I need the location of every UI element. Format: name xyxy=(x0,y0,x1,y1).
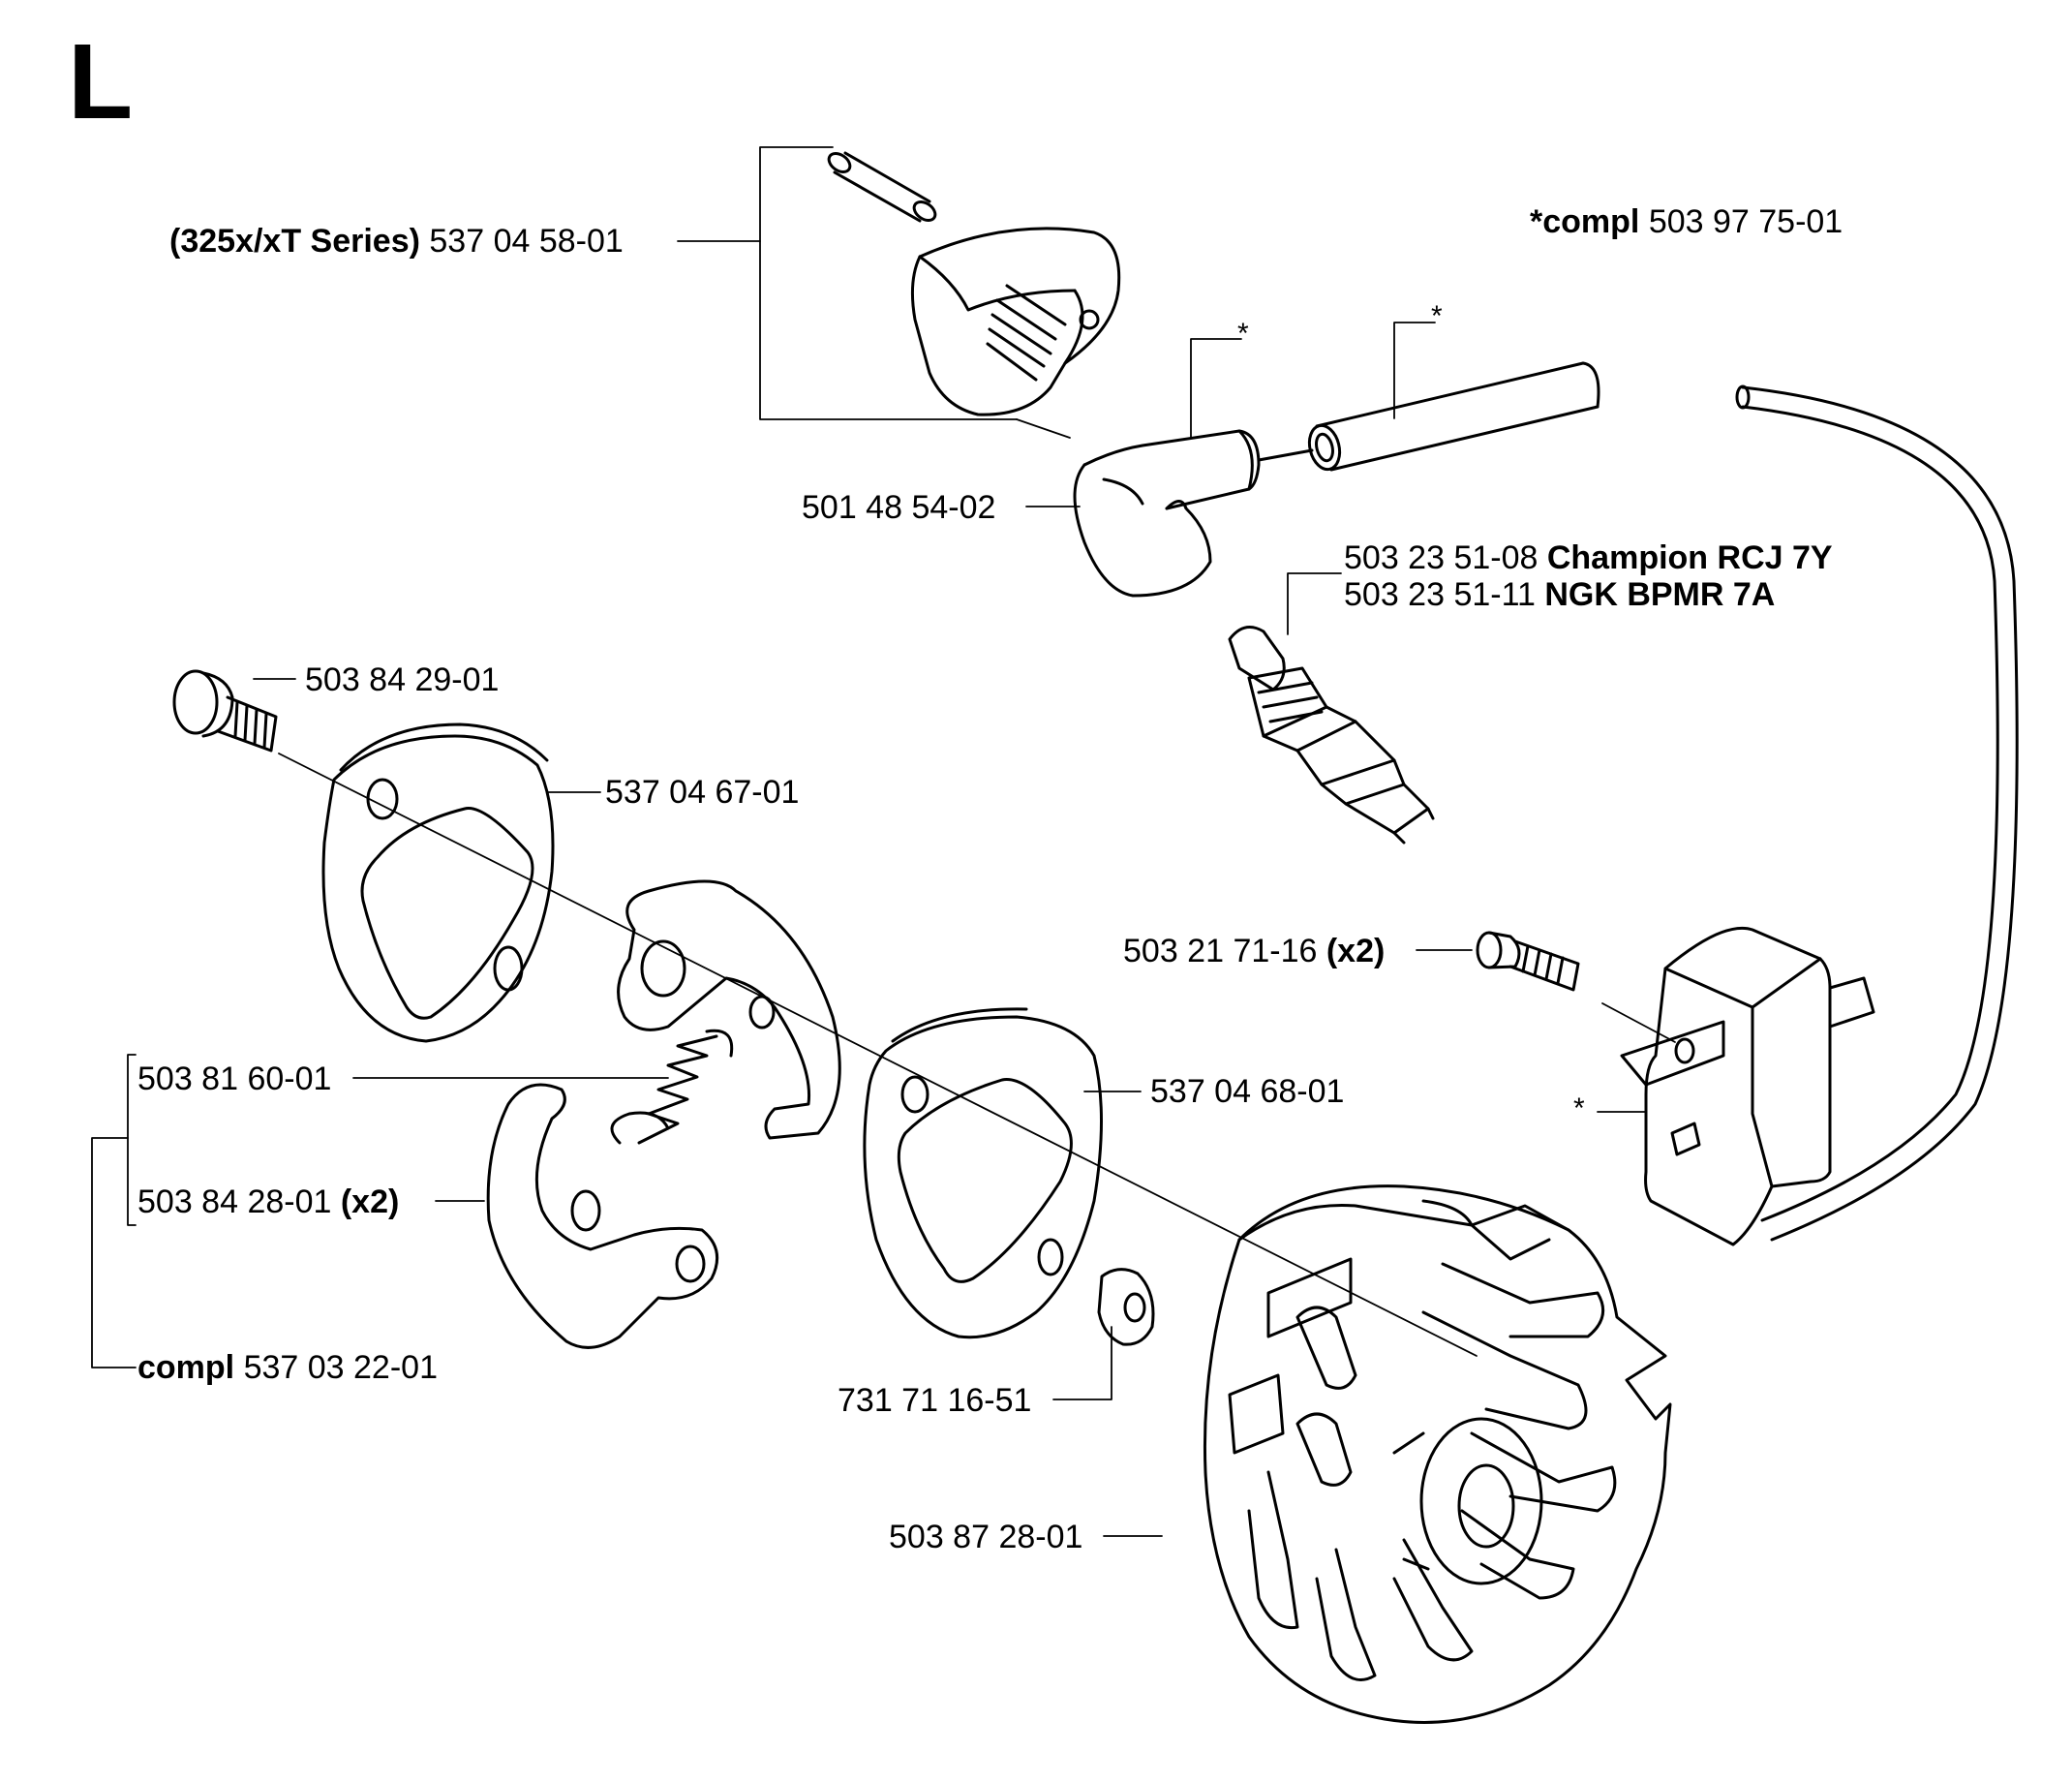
label-plate-bottom: 537 04 68-01 xyxy=(1150,1073,1345,1110)
label-clutch-compl: compl 537 03 22-01 xyxy=(137,1349,438,1386)
cap-cover-part xyxy=(910,227,1121,416)
clutch-compl-prefix: compl xyxy=(137,1349,235,1386)
pin-part xyxy=(827,151,937,223)
shoe-screw-qty: (x2) xyxy=(340,1184,400,1220)
asterisk-marker-boot: * xyxy=(1237,318,1249,350)
clutch-shoe-bottom-part xyxy=(486,1083,719,1349)
clutch-shoe-top-part xyxy=(617,879,841,1140)
compl-kit-part-number: 503 97 75-01 xyxy=(1648,203,1843,240)
plug-1-part-number: 503 23 51-08 xyxy=(1344,539,1539,576)
label-plug-champion: 503 23 51-08 Champion RCJ 7Y xyxy=(1344,539,1833,576)
label-nut: 731 71 16-51 xyxy=(838,1382,1032,1419)
flywheel-part xyxy=(1203,1184,1672,1724)
shoe-screw-part-number: 503 84 28-01 xyxy=(137,1184,332,1220)
label-cap-cover: (325x/xT Series) 537 04 58-01 xyxy=(169,223,624,260)
plug-1-name: Champion RCJ 7Y xyxy=(1546,539,1833,576)
label-coil-screw: 503 21 71-16 (x2) xyxy=(1123,933,1385,969)
label-screw-top: 503 84 29-01 xyxy=(305,661,500,698)
cap-part-number: 537 04 58-01 xyxy=(429,223,624,260)
label-shoe-screw: 503 84 28-01 (x2) xyxy=(137,1184,399,1220)
plate-bottom-part xyxy=(863,1007,1103,1339)
plate-top-part xyxy=(321,722,555,1043)
nut-part xyxy=(1097,1268,1155,1346)
compl-kit-prefix: *compl xyxy=(1530,203,1640,240)
tube-part xyxy=(1257,361,1600,472)
assembly-axis xyxy=(278,753,1478,1357)
cap-series-text: (325x/xT Series) xyxy=(169,223,420,260)
label-compl-kit: *compl 503 97 75-01 xyxy=(1530,203,1843,240)
flange-screw-part xyxy=(172,669,278,753)
asterisk-marker-tube: * xyxy=(1431,300,1443,332)
label-spark-cap: 501 48 54-02 xyxy=(802,489,996,526)
clutch-compl-part-number: 537 03 22-01 xyxy=(243,1349,438,1386)
coil-screw-qty: (x2) xyxy=(1325,933,1386,969)
plug-2-name: NGK BPMR 7A xyxy=(1544,576,1776,613)
label-plug-ngk: 503 23 51-11 NGK BPMR 7A xyxy=(1344,576,1775,613)
label-spring: 503 81 60-01 xyxy=(137,1061,332,1097)
asterisk-marker-module: * xyxy=(1573,1092,1585,1124)
spark-boot-part xyxy=(1073,429,1261,598)
label-flywheel: 503 87 28-01 xyxy=(889,1519,1083,1555)
leader-lines xyxy=(91,146,1647,1537)
ignition-module-part xyxy=(1620,926,1875,1246)
label-plate-top: 537 04 67-01 xyxy=(605,774,800,811)
section-letter: L xyxy=(68,22,134,141)
coil-screw-part-number: 503 21 71-16 xyxy=(1123,933,1318,969)
spring-part xyxy=(610,1029,734,1145)
ignition-wire xyxy=(1735,384,2019,1242)
plug-2-part-number: 503 23 51-11 xyxy=(1344,576,1536,613)
coil-screw-part xyxy=(1476,931,1580,992)
spark-plug-part xyxy=(1228,626,1435,845)
